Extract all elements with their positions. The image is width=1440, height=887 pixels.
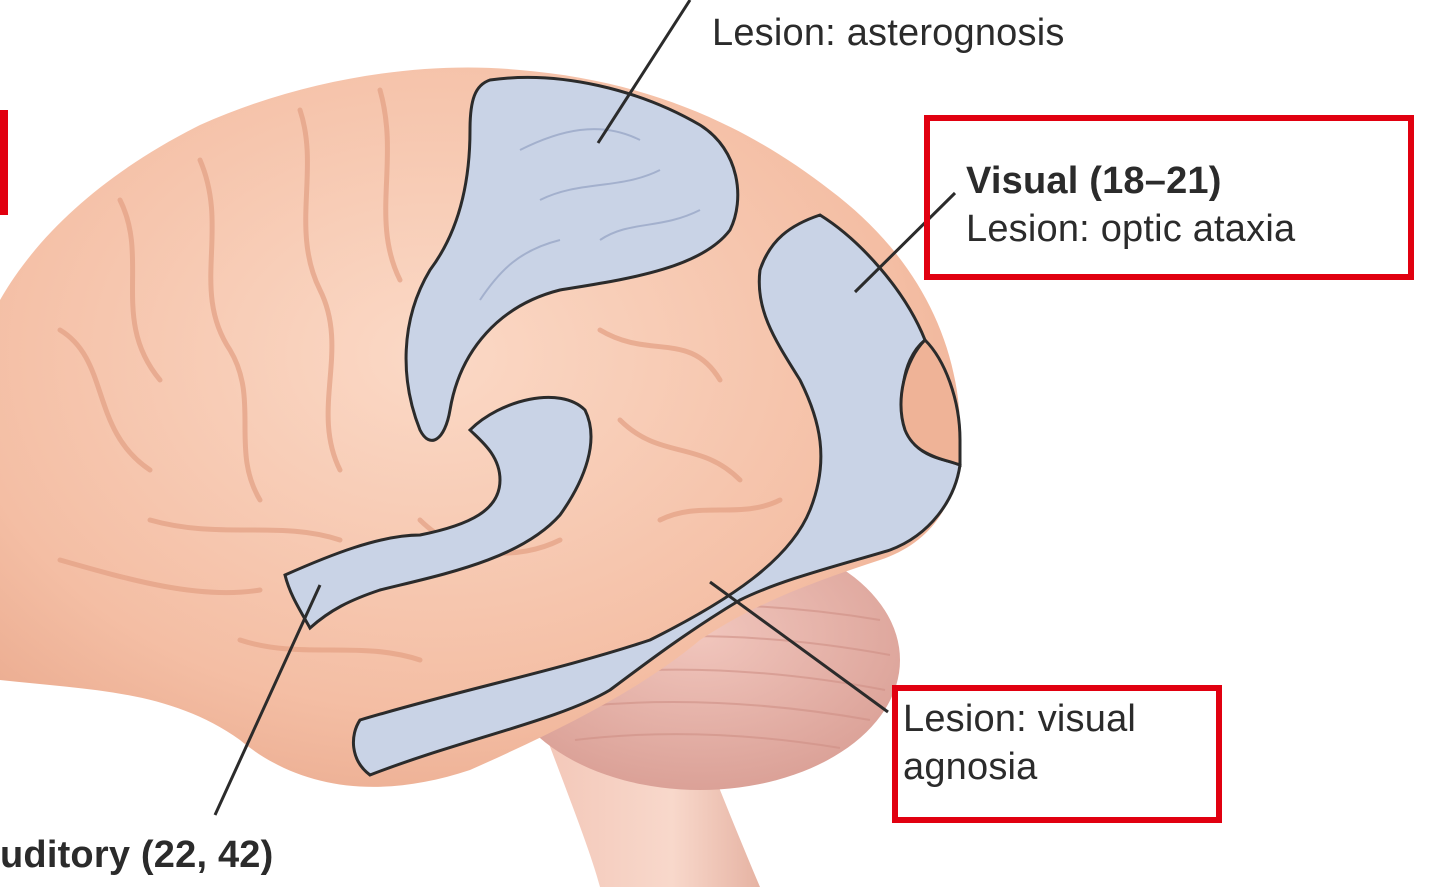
visual-agnosia-line1: Lesion: visual [903,698,1137,740]
visual-agnosia-label: Lesion: visual agnosia [903,696,1136,791]
somatosensory-lesion-text: Lesion: asterognosis [712,12,1065,54]
auditory-label: uditory (22, 42) [0,832,274,880]
visual-highlight-box [924,115,1414,280]
left-edge-highlight-fragment [0,110,8,215]
auditory-title: uditory (22, 42) [0,834,274,876]
somatosensory-label: Lesion: asterognosis [712,10,1065,58]
auditory-association-area [283,395,593,631]
visual-agnosia-line2: agnosia [903,745,1038,788]
visual-label: Visual (18–21) Lesion: optic ataxia [966,158,1295,253]
visual-title: Visual (18–21) [966,160,1222,202]
visual-agnosia-highlight-box [892,685,1222,823]
somatosensory-association-area [404,75,740,442]
visual-lesion-text: Lesion: optic ataxia [966,207,1296,250]
leader-lines [213,0,957,816]
